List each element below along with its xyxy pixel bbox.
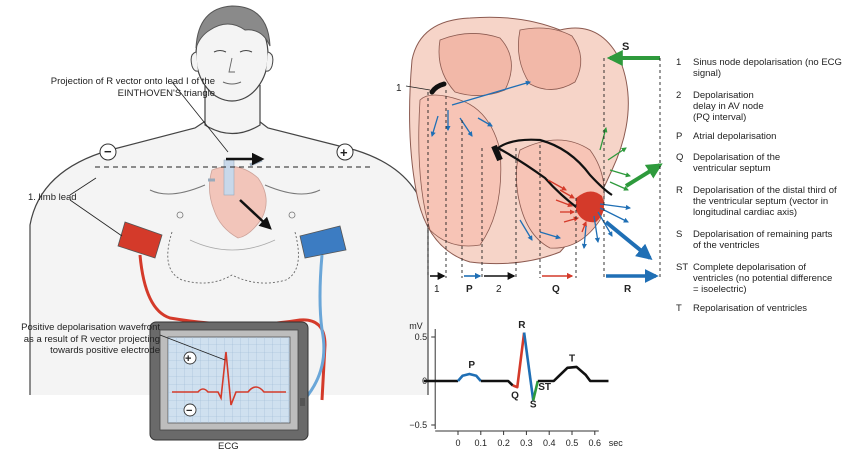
legend-text: Complete depolarisation of ventricles (n… [693,262,833,295]
interval-label-q: Q [552,284,560,295]
legend-text: Depolarisation delay in AV node (PQ inte… [693,90,764,123]
y-tick-label: −0.5 [409,420,427,430]
ecg-trace-segment [457,372,482,382]
legend-key: Q [676,152,684,163]
interval-label-p: P [466,284,473,295]
ecg-trace-segment [531,380,540,401]
legend-text: Repolarisation of ventricles [693,303,808,314]
legend-key: T [676,303,682,314]
wave-label: P [468,360,475,371]
wave-label: Q [511,391,519,402]
x-tick-label: 0.3 [520,438,533,448]
wave-label: T [569,354,575,365]
interval-label-r: R [624,284,632,295]
interval-label-1: 1 [434,284,440,295]
depolarisation-label: Positive depolarisation wavefront as a r… [21,322,160,356]
legend-text: Depolarisation of the distal third of th… [693,185,837,218]
ecg-monitor [149,321,309,441]
legend-key: 1 [676,57,682,68]
plus-electrode-sign: + [340,145,348,160]
minus-electrode-sign: − [104,144,112,159]
y-tick-label: 0.5 [415,332,428,342]
ecg-trace-segment [537,365,609,383]
legend-key: 2 [676,90,682,101]
x-tick-label: 0.4 [543,438,556,448]
legend-text: Depolarisation of the ventricular septum [693,152,781,174]
legend-text: Sinus node depolarisation (no ECG signal… [693,57,842,79]
monitor-minus-sign: − [186,405,192,417]
legend-text: Atrial depolarisation [693,131,777,142]
ecg-trace-segment [522,332,535,401]
x-tick-label: 0.5 [566,438,579,448]
ecg-trace-segment [512,332,526,389]
x-axis-unit: sec [609,438,624,448]
x-tick-label: 0 [455,438,460,448]
s-vector-label: S [622,41,629,53]
legend-text: Depolarisation of remaining parts of the… [693,229,833,251]
ecg-trace-segment [480,379,514,387]
monitor-plus-sign: + [185,353,191,365]
heart-cross-section [405,16,663,283]
person-illustration [29,5,429,401]
x-tick-label: 0.2 [497,438,510,448]
interval-label-2: 2 [496,284,502,295]
wave-label: S [530,399,537,410]
legend-key: S [676,229,683,240]
y-axis-label: mV [409,321,423,331]
x-tick-label: 0.6 [589,438,602,448]
ecg-caption: ECG [218,441,239,452]
x-tick-label: 0.1 [475,438,488,448]
sinus-node-number: 1 [396,83,402,94]
projection-label: Projection of R vector onto lead I of th… [50,76,215,99]
wave-label: R [518,320,526,331]
legend-key: P [676,131,683,142]
limb-lead-label: 1. limb lead [28,192,77,203]
legend-key: R [676,185,683,196]
wave-label: ST [538,382,551,393]
legend-key: ST [676,262,689,273]
